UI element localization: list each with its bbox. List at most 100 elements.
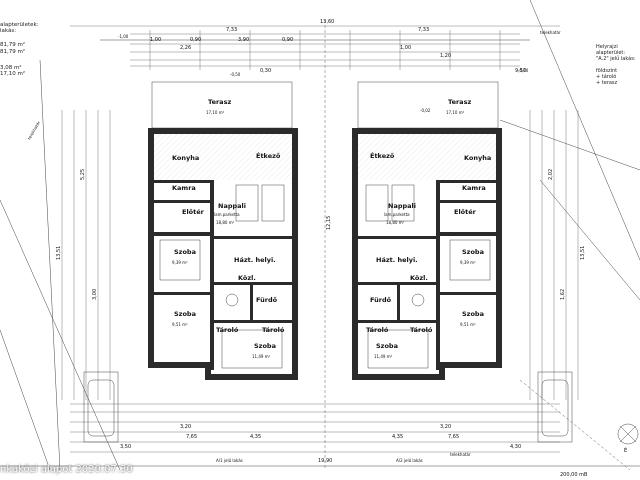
dim-bottom-e: 7,65 bbox=[448, 434, 459, 440]
dim-top-d7: 1,20 bbox=[440, 53, 451, 59]
left-pantry: Kamra bbox=[172, 184, 196, 192]
left-terrace: Terasz bbox=[208, 98, 231, 106]
top-dimension-labels: 13,60 7,33 7,33 1,00 0,90 3,90 0,90 2,26… bbox=[150, 19, 526, 74]
left-dining: Étkező bbox=[256, 151, 281, 160]
left-unit-walls bbox=[148, 128, 298, 380]
dim-side-left-total: 13,51 bbox=[56, 246, 62, 260]
right-lakas-label: A/2 jelű lakás bbox=[396, 458, 423, 463]
dim-bottom-d: 3,20 bbox=[440, 424, 451, 430]
right-room1: Szoba bbox=[462, 248, 484, 256]
dim-bottom-h: 4,30 bbox=[510, 444, 521, 450]
right-bath: Fürdő bbox=[370, 295, 392, 304]
telekhatar-left: telekhatár bbox=[27, 120, 42, 141]
left-room1: Szoba bbox=[174, 248, 196, 256]
left-terrace-area: 17,10 m² bbox=[206, 110, 225, 115]
legend-left: alapterületek: lakás: 81,79 m² 81,79 m² … bbox=[0, 22, 39, 78]
legend-left-line1: alapterületek: bbox=[0, 22, 39, 28]
telekhatar-bottom: telekhatár bbox=[450, 452, 471, 457]
left-room3: Szoba bbox=[254, 342, 276, 350]
watermark: nkaközi alapot 2020.07.30 bbox=[0, 464, 133, 475]
left-bath: Fürdő bbox=[256, 295, 278, 304]
dim-bottom-c: 3,20 bbox=[180, 424, 191, 430]
right-living: Nappali bbox=[388, 202, 416, 210]
legend-right: Helyrajzi alapterület: "A.2" jelű lakás:… bbox=[596, 44, 640, 86]
right-room2-area: 9,51 m² bbox=[460, 322, 476, 327]
dim-side-a: 5,25 bbox=[80, 169, 86, 180]
right-kitchen: Konyha bbox=[464, 154, 491, 162]
left-lakas-label: A/1 jelű lakás bbox=[216, 458, 243, 463]
legend-right-line2: "A.2" jelű lakás: bbox=[596, 56, 636, 62]
legend-left-line6: 17,10 m² bbox=[0, 71, 26, 78]
dim-side-b: 3,00 bbox=[92, 289, 98, 300]
bottom-dimension-labels: 19,90 7,65 4,35 3,20 3,20 7,65 4,35 3,50… bbox=[120, 424, 588, 478]
right-living-sub: lam.parketta bbox=[384, 212, 410, 217]
left-wc: Tároló bbox=[262, 326, 285, 334]
parking-left bbox=[83, 371, 119, 443]
elev-mid: -0,02 bbox=[420, 108, 431, 113]
legend-left-line4: 81,79 m² bbox=[0, 48, 26, 55]
right-dining: Étkező bbox=[370, 151, 395, 160]
left-room1-area: 9,39 m² bbox=[172, 260, 188, 265]
right-terrace: Terasz bbox=[448, 98, 471, 106]
dim-bottom-f: 4,35 bbox=[392, 434, 403, 440]
side-dimensions bbox=[61, 110, 579, 400]
dim-top-d1: 1,00 bbox=[150, 37, 161, 43]
elev-top: -0,50 bbox=[230, 72, 241, 77]
right-utility: Házt. helyi. bbox=[376, 256, 418, 264]
left-corridor: Közl. bbox=[238, 274, 256, 282]
dim-side-mid: 12,15 bbox=[326, 216, 332, 230]
right-pantry: Kamra bbox=[462, 184, 486, 192]
dim-top-d9: 9,50 bbox=[515, 68, 526, 74]
right-living-area: 18,80 m² bbox=[386, 220, 405, 225]
left-hall: Előtér bbox=[182, 207, 205, 216]
parking-right bbox=[537, 371, 573, 443]
legend-right-line4: + tároló bbox=[596, 74, 617, 80]
left-living: Nappali bbox=[218, 202, 246, 210]
legend-right-line1: Helyrajzi alapterület: bbox=[596, 44, 626, 56]
dim-side-c: 2,02 bbox=[548, 169, 554, 180]
right-room3: Szoba bbox=[376, 342, 398, 350]
dim-top-d6: 1,00 bbox=[400, 45, 411, 51]
north-arrow: É bbox=[617, 423, 639, 454]
dim-top-d2: 0,90 bbox=[190, 37, 201, 43]
left-storage: Tároló bbox=[216, 326, 239, 334]
right-hall: Előtér bbox=[454, 207, 477, 216]
dim-top-right-a: 7,33 bbox=[418, 27, 429, 33]
dim-bottom-g: 3,50 bbox=[120, 444, 131, 450]
left-kitchen: Konyha bbox=[172, 154, 199, 162]
top-dimensions bbox=[70, 20, 560, 470]
legend-right-line5: + terasz bbox=[596, 80, 618, 86]
dim-top-d5: 2,26 bbox=[180, 45, 191, 51]
right-terrace-area: 17,10 m² bbox=[446, 110, 465, 115]
dim-top-d4: 0,90 bbox=[282, 37, 293, 43]
misc-labels: -0,50 -0,02 -1,00 -0,10 telekhatár telek… bbox=[27, 30, 561, 457]
dim-bottom-total: 19,90 bbox=[318, 458, 332, 464]
right-storage: Tároló bbox=[410, 326, 433, 334]
dim-side-right-total: 13,51 bbox=[580, 246, 586, 260]
dim-top-d8: 0,30 bbox=[260, 68, 271, 74]
right-room1-area: 9,39 m² bbox=[460, 260, 476, 265]
elev-left: -1,00 bbox=[118, 34, 129, 39]
elev-right: -0,10 bbox=[518, 68, 529, 73]
left-living-sub: lam.parketta bbox=[214, 212, 240, 217]
bottom-dimensions bbox=[0, 403, 640, 467]
right-wc: Tároló bbox=[366, 326, 389, 334]
furniture bbox=[159, 184, 491, 369]
left-living-area: 18,80 m² bbox=[216, 220, 235, 225]
right-unit-walls bbox=[352, 128, 502, 380]
dim-top-left-a: 7,33 bbox=[226, 27, 237, 33]
legend-left-line5: 3,08 m² bbox=[0, 64, 22, 71]
dim-bottom-a: 7,65 bbox=[186, 434, 197, 440]
north-label: É bbox=[624, 446, 627, 454]
side-dimension-labels: 13,51 13,51 12,15 5,25 3,00 2,02 1,62 bbox=[56, 169, 586, 300]
terrace-right bbox=[357, 81, 499, 129]
dim-side-d: 1,62 bbox=[560, 289, 566, 300]
left-utility: Házt. helyi. bbox=[234, 256, 276, 264]
right-unit-labels: Terasz 17,10 m² Konyha Étkező Kamra Előt… bbox=[366, 98, 491, 463]
right-room3-area: 11,49 m² bbox=[374, 354, 393, 359]
left-room3-area: 11,49 m² bbox=[252, 354, 271, 359]
legend-left-line2: lakás: bbox=[0, 28, 17, 35]
left-room2-area: 9,51 m² bbox=[172, 322, 188, 327]
